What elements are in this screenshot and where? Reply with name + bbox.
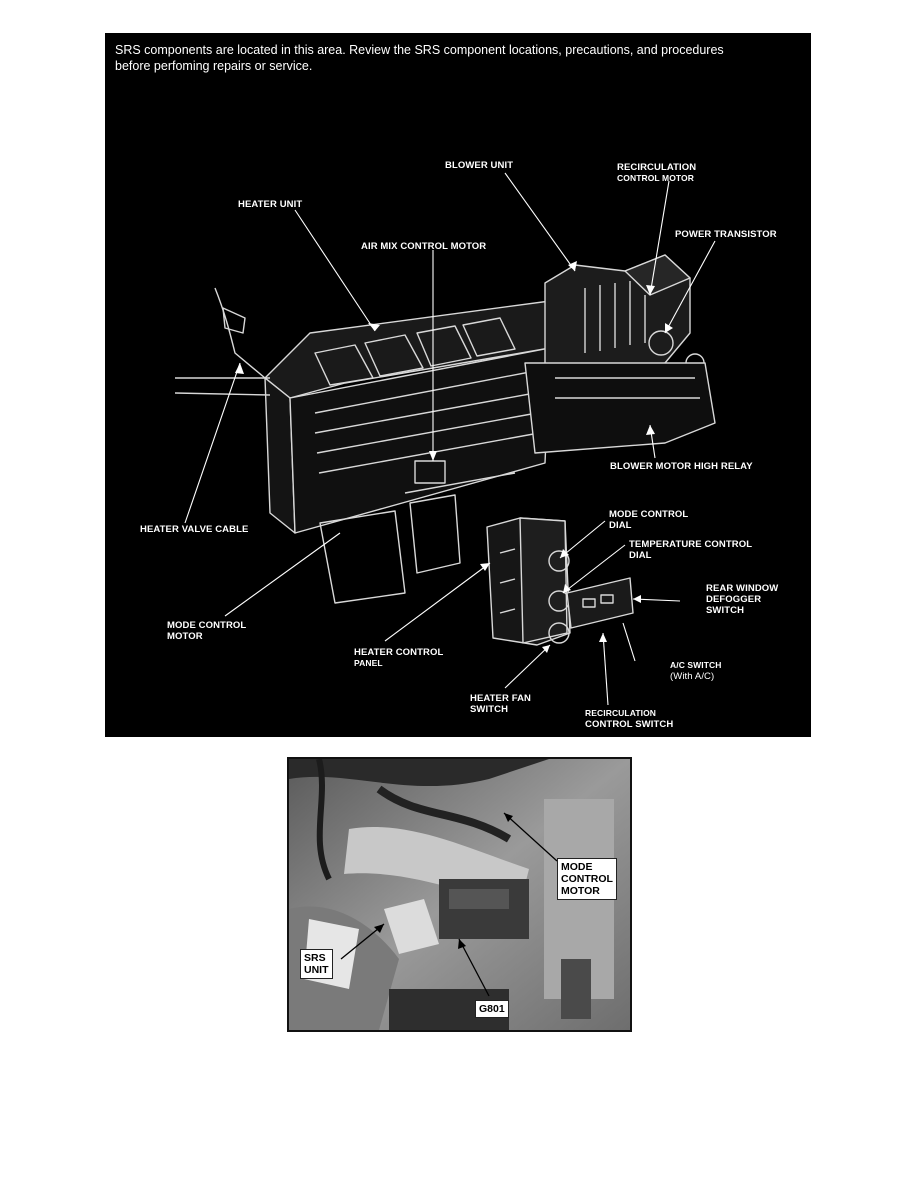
srs-location-photo: MODE CONTROL MOTOR SRS UNIT G801 xyxy=(287,757,632,1032)
hvac-component-diagram: SRS components are located in this area.… xyxy=(105,33,811,737)
label-heater-valve-cable: HEATER VALVE CABLE xyxy=(140,524,249,535)
label-blower-motor-high-relay: BLOWER MOTOR HIGH RELAY xyxy=(610,461,753,472)
label-recirculation-control-motor: RECIRCULATION CONTROL MOTOR xyxy=(617,162,697,183)
srs-notice-line-2: before perfoming repairs or service. xyxy=(115,59,313,73)
label-rear-window-defogger-switch: REAR WINDOW DEFOGGER SWITCH xyxy=(706,583,779,616)
srs-notice: SRS components are located in this area.… xyxy=(115,42,795,74)
label-heater-control-panel: HEATER CONTROL PANEL xyxy=(354,647,444,668)
label-heater-unit: HEATER UNIT xyxy=(238,199,303,210)
callout-srs-unit: SRS UNIT xyxy=(300,949,333,979)
label-air-mix-control-motor: AIR MIX CONTROL MOTOR xyxy=(361,241,487,252)
label-mode-control-dial: MODE CONTROL DIAL xyxy=(609,509,689,531)
label-heater-fan-switch: HEATER FAN SWITCH xyxy=(470,693,531,715)
srs-notice-line-1: SRS components are located in this area.… xyxy=(115,43,724,57)
label-temperature-control-dial: TEMPERATURE CONTROL DIAL xyxy=(629,539,753,561)
label-recirculation-control-switch: RECIRCULATION CONTROL SWITCH xyxy=(585,708,674,730)
callout-g801: G801 xyxy=(475,1000,509,1018)
label-power-transistor: POWER TRANSISTOR xyxy=(675,229,777,240)
label-mode-control-motor: MODE CONTROL MOTOR xyxy=(167,620,247,642)
callout-mode-control-motor: MODE CONTROL MOTOR xyxy=(557,858,617,900)
label-blower-unit: BLOWER UNIT xyxy=(445,160,514,171)
hvac-illustration xyxy=(174,172,716,706)
label-ac-switch: A/C SWITCH (With A/C) xyxy=(670,660,722,682)
